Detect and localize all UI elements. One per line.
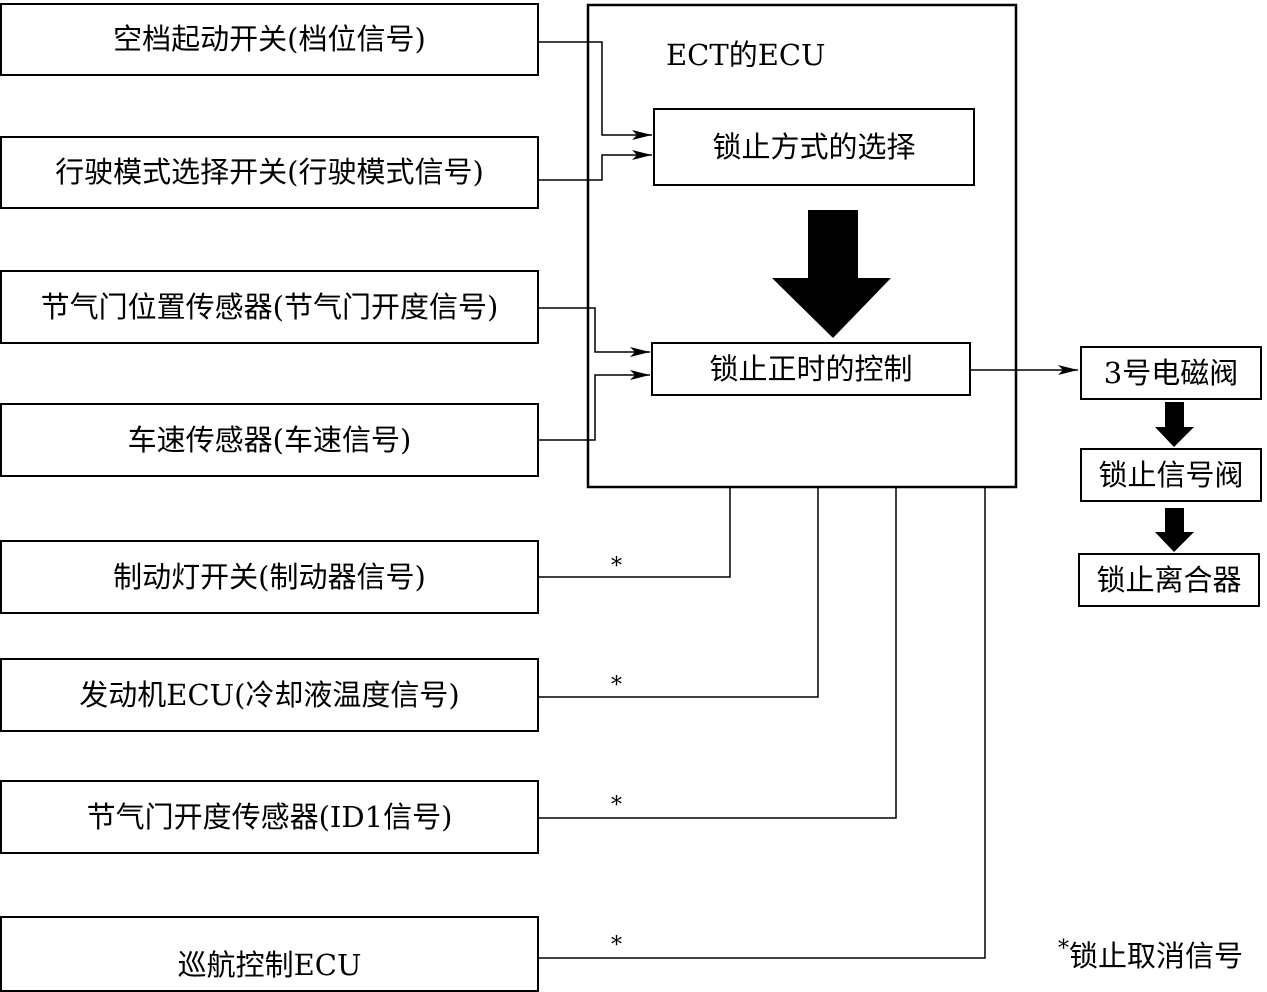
output-box-solenoid-valve-3: 3号电磁阀 — [1080, 346, 1262, 400]
input-box-neutral-start-switch: 空档起动开关(档位信号) — [0, 3, 539, 76]
output-label: 锁止离合器 — [1096, 562, 1242, 597]
footnote-text: 锁止取消信号 — [1069, 939, 1244, 973]
cancel-marker-brake: * — [611, 554, 622, 579]
ecu-frame — [586, 3, 1018, 489]
lockup-timing-control-label: 锁止正时的控制 — [709, 351, 913, 386]
line-throttle-opening — [538, 487, 897, 819]
input-box-cruise-control-ecu: 巡航控制ECU — [0, 916, 539, 992]
input-label: 空档起动开关(档位信号) — [113, 22, 426, 56]
line-throttle-position — [538, 307, 650, 357]
line-engine-ecu — [538, 487, 819, 698]
line-vehicle-speed — [538, 370, 650, 441]
big-down-arrow — [772, 210, 891, 338]
input-label: 巡航控制ECU — [177, 948, 362, 982]
small-down-arrow-1 — [1155, 402, 1194, 447]
footnote: *锁止取消信号 — [1058, 933, 1243, 975]
line-brake-light — [538, 487, 731, 578]
output-box-lockup-clutch: 锁止离合器 — [1078, 553, 1260, 607]
input-box-brake-light-switch: 制动灯开关(制动器信号) — [0, 540, 539, 614]
input-label: 节气门位置传感器(节气门开度信号) — [40, 289, 499, 324]
input-box-vehicle-speed-sensor: 车速传感器(车速信号) — [0, 403, 539, 477]
small-down-arrow-2 — [1155, 508, 1194, 552]
lockup-method-selection-box: 锁止方式的选择 — [653, 108, 975, 186]
input-label: 发动机ECU(冷却液温度信号) — [79, 677, 460, 712]
input-box-throttle-opening-sensor: 节气门开度传感器(ID1信号) — [0, 780, 539, 854]
input-box-throttle-position-sensor: 节气门位置传感器(节气门开度信号) — [0, 270, 539, 344]
cancel-marker-throttle: * — [611, 793, 622, 818]
line-cruise-control — [538, 487, 986, 959]
output-label: 锁止信号阀 — [1098, 457, 1244, 492]
ecu-title: ECT的ECU — [666, 38, 826, 72]
cancel-marker-engine: * — [611, 673, 622, 698]
input-label: 行驶模式选择开关(行驶模式信号) — [55, 155, 484, 189]
footnote-marker: * — [1058, 936, 1069, 962]
output-label: 3号电磁阀 — [1103, 355, 1239, 390]
input-label: 制动灯开关(制动器信号) — [113, 559, 426, 594]
lockup-timing-control-box: 锁止正时的控制 — [651, 342, 971, 396]
input-label: 节气门开度传感器(ID1信号) — [86, 799, 453, 834]
input-label: 车速传感器(车速信号) — [127, 422, 412, 457]
cancel-marker-cruise: * — [611, 933, 622, 958]
input-box-drive-mode-switch: 行驶模式选择开关(行驶模式信号) — [0, 136, 539, 209]
lockup-method-selection-label: 锁止方式的选择 — [712, 129, 916, 164]
line-neutral-start — [538, 41, 652, 140]
input-box-engine-ecu: 发动机ECU(冷却液温度信号) — [0, 658, 539, 732]
line-drive-mode — [538, 150, 652, 181]
output-box-lockup-signal-valve: 锁止信号阀 — [1080, 448, 1262, 502]
